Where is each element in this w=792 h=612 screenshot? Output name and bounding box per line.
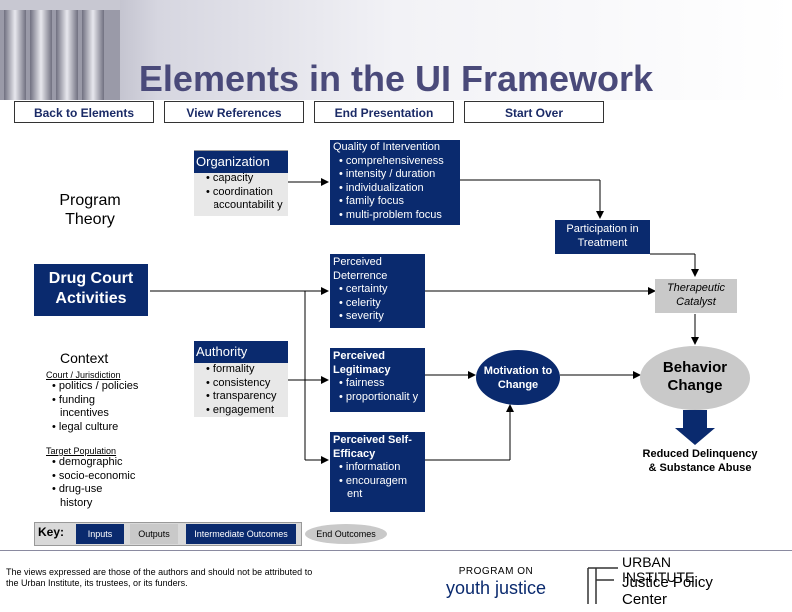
key-end: End Outcomes	[305, 524, 387, 544]
legitimacy-title: Perceived Legitimacy	[333, 350, 391, 376]
list-item: capacity	[213, 172, 288, 186]
legitimacy-list: fairness proportionalit y	[333, 377, 422, 404]
motivation-ellipse: Motivation to Change	[476, 350, 560, 405]
organization-list: capacity coordination accountabilit y	[194, 172, 288, 212]
efficacy-title: Perceived Self-Efficacy	[333, 434, 412, 460]
authority-list: formality consistency transparency engag…	[194, 363, 288, 417]
list-item: celerity	[346, 297, 422, 311]
therapeutic-catalyst-box: Therapeutic Catalyst	[655, 279, 737, 313]
list-item: family focus	[346, 195, 457, 209]
program-theory-label: Program Theory	[59, 192, 121, 228]
key-outputs: Outputs	[130, 524, 178, 544]
page-title: Elements in the UI Framework	[138, 58, 654, 99]
list-item: multi-problem focus	[346, 209, 457, 223]
quality-title: Quality of Intervention	[333, 141, 441, 153]
list-item: transparency	[213, 390, 288, 404]
court-list: politics / policies funding incentives l…	[46, 380, 140, 434]
context-title: Context	[60, 350, 109, 366]
back-to-elements-button[interactable]: Back to Elements	[14, 101, 154, 123]
authority-title: Authority	[194, 341, 288, 363]
quality-box: Quality of Intervention comprehensivenes…	[330, 140, 460, 225]
quality-list: comprehensiveness intensity / duration i…	[333, 155, 457, 223]
deterrence-title: Perceived Deterrence	[333, 256, 388, 282]
key-label: Key:	[38, 525, 65, 539]
target-heading: Target Population	[46, 446, 117, 456]
legitimacy-box: Perceived Legitimacy fairness proportion…	[330, 348, 425, 412]
list-item: encouragem ent	[346, 475, 422, 502]
list-item: legal culture	[59, 421, 160, 435]
list-item: severity	[346, 310, 422, 324]
target-list: demographic socio-economic drug-use hist…	[46, 456, 156, 511]
organization-title: Organization	[194, 151, 288, 173]
list-item: demographic	[59, 456, 156, 470]
authority-box: Authority formality consistency transpar…	[194, 341, 288, 417]
list-item: coordination	[213, 186, 288, 200]
key-inputs: Inputs	[76, 524, 124, 544]
court-heading: Court / Jurisdiction	[46, 370, 121, 380]
youth-justice-logo: youth justice	[445, 578, 547, 598]
organization-box: Organization capacity coordination accou…	[194, 150, 288, 216]
urban-institute-logo-icon	[587, 567, 618, 604]
key-intermediate: Intermediate Outcomes	[186, 524, 296, 544]
list-item: drug-use history	[59, 483, 130, 510]
list-item: certainty	[346, 283, 422, 297]
list-item: politics / policies	[59, 380, 140, 394]
view-references-button[interactable]: View References	[164, 101, 304, 123]
drug-court-activities-box: Drug Court Activities	[34, 264, 148, 316]
behavior-change-ellipse: Behavior Change	[640, 346, 750, 410]
disclaimer: The views expressed are those of the aut…	[6, 567, 313, 588]
list-item: funding incentives	[59, 394, 140, 421]
list-item: information	[346, 461, 422, 475]
list-item: individualization	[346, 182, 457, 196]
self-efficacy-box: Perceived Self-Efficacy information enco…	[330, 432, 425, 512]
program-on-label: PROGRAM ON	[458, 566, 534, 577]
deterrence-list: certainty celerity severity	[333, 283, 422, 324]
jpc-line1: Justice Policy	[622, 574, 713, 591]
start-over-button[interactable]: Start Over	[464, 101, 604, 123]
list-item: accountabilit y	[214, 199, 288, 212]
columns-banner	[0, 0, 792, 100]
list-item: formality	[213, 363, 288, 377]
urban-institute-label: URBAN INSTITUTE	[622, 554, 695, 585]
list-item: intensity / duration	[346, 168, 457, 182]
list-item: engagement	[213, 404, 288, 418]
efficacy-list: information encouragem ent	[333, 461, 422, 502]
jpc-line2: Center	[622, 591, 668, 608]
context-box: Court / Jurisdiction politics / policies…	[46, 370, 156, 511]
list-item: fairness	[346, 377, 422, 391]
deterrence-box: Perceived Deterrence certainty celerity …	[330, 254, 425, 328]
reduced-outcome-label: Reduced Delinquency & Substance Abuse	[642, 448, 758, 474]
list-item: socio-economic	[59, 470, 156, 484]
list-item: consistency	[213, 377, 288, 391]
participation-box: Participation in Treatment	[555, 220, 650, 254]
footer-divider	[0, 550, 792, 551]
list-item: proportionalit y	[346, 391, 422, 405]
down-arrow-icon	[675, 410, 715, 445]
list-item: comprehensiveness	[346, 155, 457, 169]
end-presentation-button[interactable]: End Presentation	[314, 101, 454, 123]
